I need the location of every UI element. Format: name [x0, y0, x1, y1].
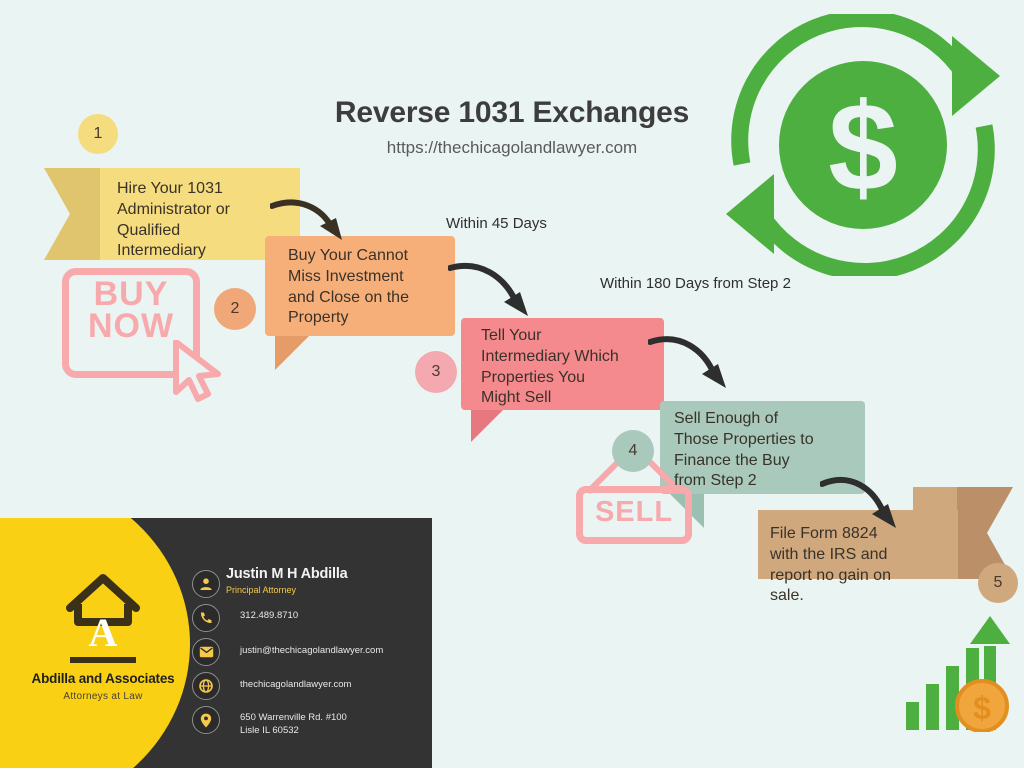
step-number-1-label: 1	[93, 125, 103, 142]
step-number-4: 4	[612, 430, 654, 472]
timing-label-45-days-text: Within 45 Days	[446, 215, 547, 232]
step-number-3: 3	[415, 351, 457, 393]
step-2-bubble-box	[265, 236, 455, 336]
buy-now-graphic: BUY NOW	[62, 268, 221, 402]
step-3-bubble	[461, 318, 664, 442]
step-1-text: Hire Your 1031 Administrator or Qualifie…	[117, 180, 230, 260]
logo-underline	[70, 657, 136, 663]
buy-now-label: BUY NOW	[62, 275, 200, 346]
mail-icon[interactable]	[192, 638, 220, 666]
svg-text:A: A	[89, 610, 118, 650]
map-pin-icon	[192, 706, 220, 734]
step-1-ribbon	[44, 168, 300, 260]
step-number-2: 2	[214, 288, 256, 330]
dollar-recycle-icon: $	[724, 10, 1002, 280]
step-4-text: Sell Enough of Those Properties to Finan…	[674, 410, 814, 490]
svg-text:$: $	[828, 78, 898, 217]
buy-now-line-1: BUY	[93, 275, 169, 313]
step-number-2-label: 2	[230, 300, 240, 317]
card-yellow-circle	[0, 518, 190, 768]
cursor-arrow-icon	[173, 340, 221, 402]
contact-person-role: Principal Attorney	[226, 585, 297, 595]
step-3-bubble-box	[461, 318, 664, 410]
logo-tagline: Attorneys at Law	[63, 691, 143, 702]
step-3-text: Tell Your Intermediary Which Properties …	[481, 327, 619, 407]
step-2-bubble	[265, 236, 455, 370]
timing-label-180-days: Within 180 Days from Step 2	[600, 275, 800, 383]
step-number-5: 5	[978, 563, 1018, 603]
timing-label-180-days-text: Within 180 Days from Step 2	[600, 275, 791, 292]
person-icon	[192, 570, 220, 598]
arrow-step-1-to-2	[270, 199, 342, 240]
step-number-3-label: 3	[431, 363, 441, 380]
step-number-5-label: 5	[993, 574, 1003, 591]
step-number-1: 1	[78, 114, 118, 154]
page-url: https://thechicagolandlawyer.com	[386, 138, 638, 157]
step-number-4-label: 4	[628, 442, 638, 459]
svg-text:$: $	[973, 690, 991, 726]
contact-phone[interactable]: 312.489.8710	[240, 610, 299, 621]
growth-chart-icon: $	[900, 614, 1010, 733]
contact-address: 650 Warrenville Rd. #100 Lisle IL 60532	[240, 712, 347, 736]
contact-website[interactable]: thechicagolandlawyer.com	[240, 679, 352, 690]
contact-email[interactable]: justin@thechicagolandlawyer.com	[240, 645, 384, 656]
logo-company-name: Abdilla and Associates	[31, 671, 175, 686]
step-2-bubble-tail	[275, 336, 309, 370]
sell-sign-plate	[576, 486, 692, 544]
timing-label-45-days: Within 45 Days	[446, 215, 586, 308]
phone-icon[interactable]	[192, 604, 220, 632]
buy-now-line-2: NOW	[87, 307, 175, 346]
contact-person-name: Justin M H Abdilla	[226, 566, 348, 582]
buy-now-frame	[62, 268, 200, 378]
page-title: Reverse 1031 Exchanges	[334, 96, 690, 129]
arrow-step-4-to-5	[820, 477, 896, 528]
step-5-text: File Form 8824 with the IRS and report n…	[770, 525, 891, 605]
house-with-a-icon: A	[66, 574, 140, 655]
sell-sign-graphic: SELL	[576, 440, 692, 546]
card-logo: A Abdilla and Associates Attorneys at La…	[14, 568, 192, 702]
globe-icon[interactable]	[192, 672, 220, 700]
step-3-bubble-tail	[471, 410, 503, 442]
sell-sign-label: SELL	[594, 496, 674, 528]
step-2-text: Buy Your Cannot Miss Investment and Clos…	[288, 247, 409, 327]
arrow-step-2-to-3	[448, 262, 528, 316]
arrow-step-3-to-4	[648, 336, 726, 388]
